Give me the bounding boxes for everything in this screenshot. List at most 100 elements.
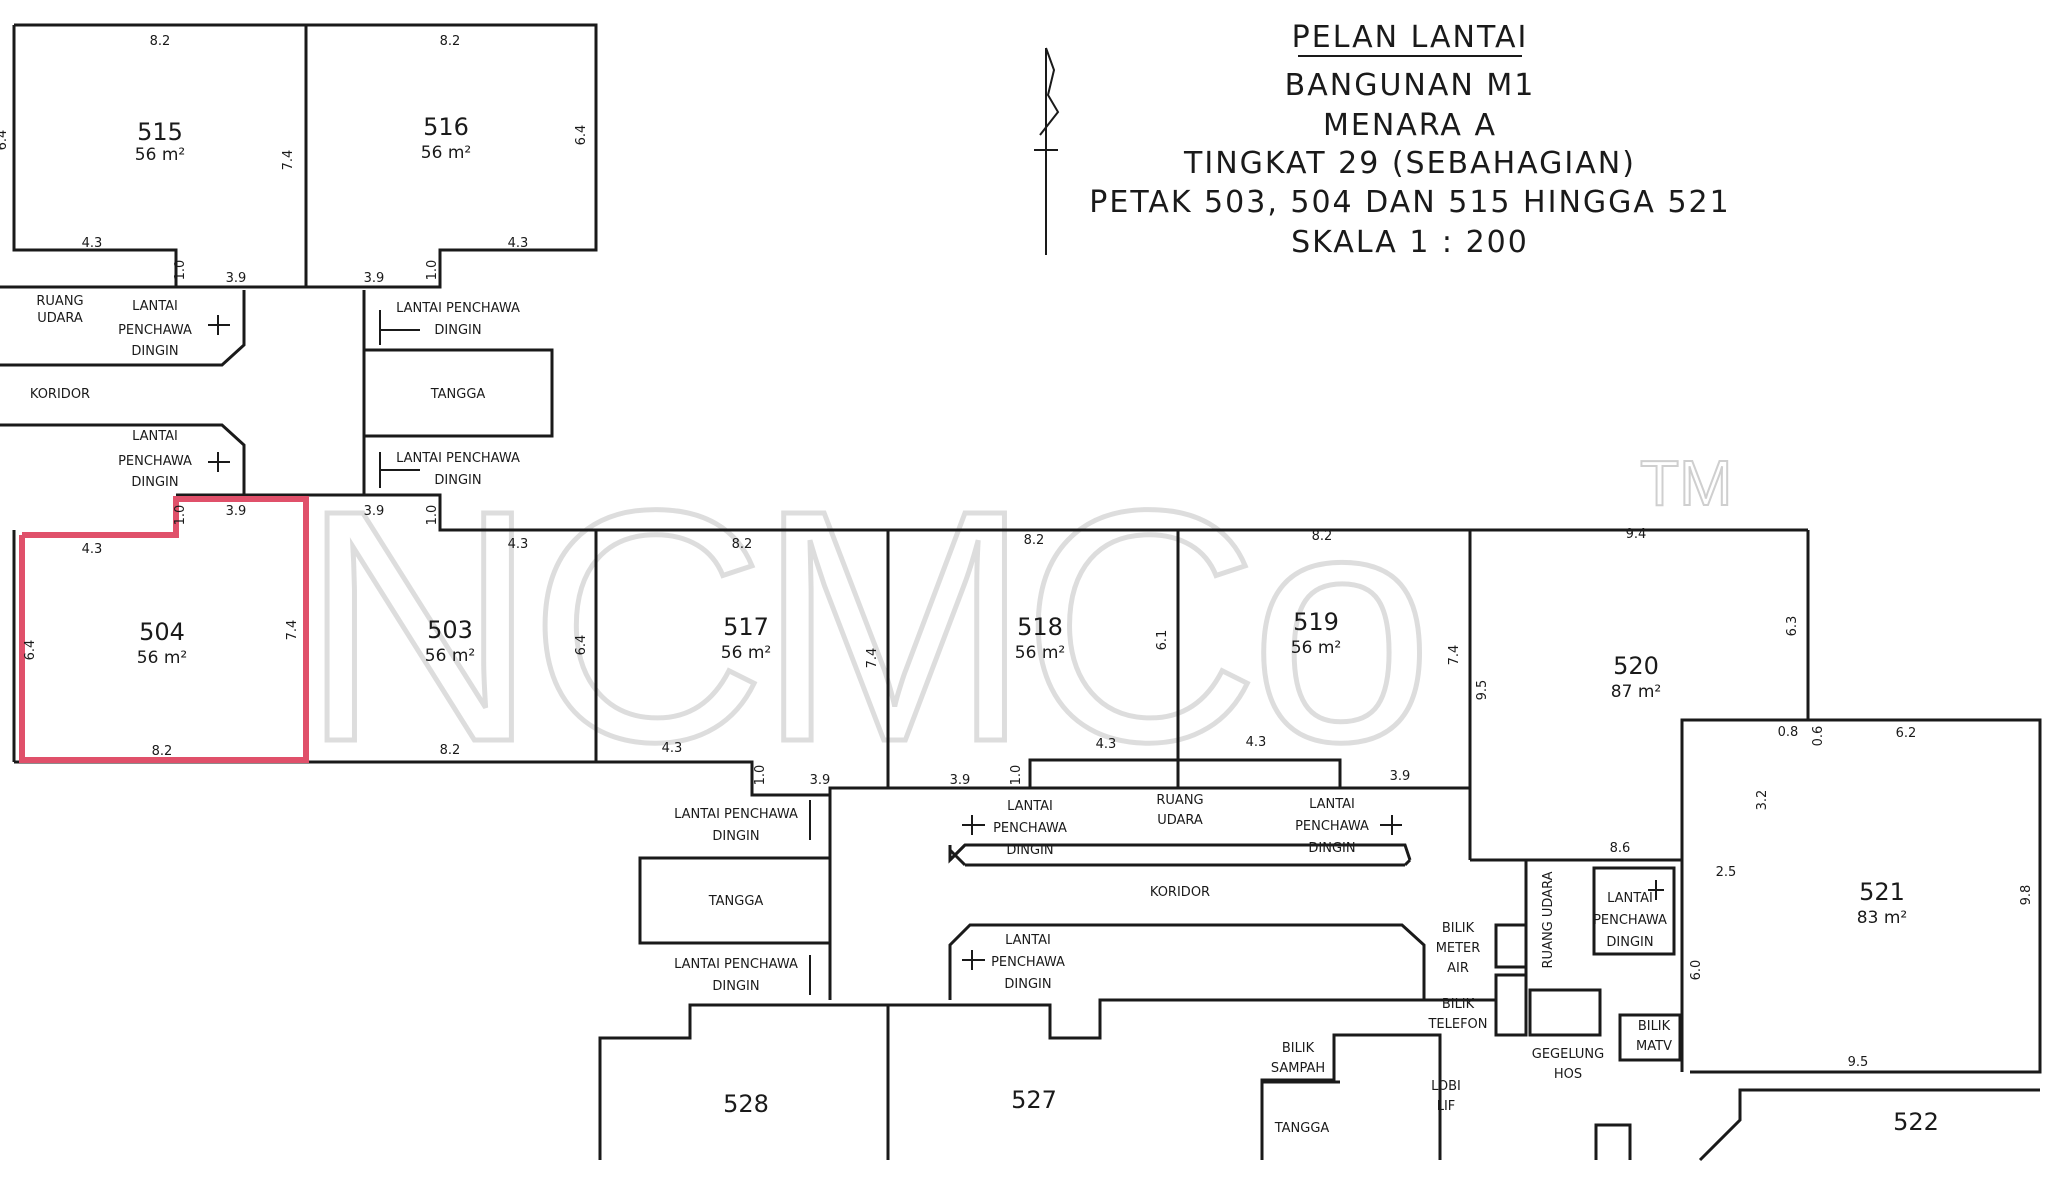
unit-area: 56 m² xyxy=(425,646,475,666)
title-line-3: MENARA A xyxy=(1323,108,1497,143)
space-label: LANTAI xyxy=(132,429,178,444)
unit-number: 516 xyxy=(423,113,469,141)
dimension: 4.3 xyxy=(1246,735,1267,750)
dimension: 4.3 xyxy=(82,236,103,251)
unit-number: 527 xyxy=(1011,1086,1057,1114)
unit-504-highlight xyxy=(19,496,309,763)
space-label: DINGIN xyxy=(1006,843,1053,858)
space-label: HOS xyxy=(1554,1067,1582,1082)
dimension: 7.4 xyxy=(285,620,300,641)
space-label: LANTAI PENCHAWA xyxy=(396,451,520,466)
north-arrow-icon xyxy=(1034,47,1060,255)
space-label: PENCHAWA xyxy=(118,454,192,469)
dimension: 1.0 xyxy=(425,260,440,281)
dimension: 1.0 xyxy=(753,765,768,786)
space-label: BILIK xyxy=(1282,1041,1315,1056)
space-label: PENCHAWA xyxy=(993,821,1067,836)
unit-area: 56 m² xyxy=(135,145,185,165)
space-label: DINGIN xyxy=(712,979,759,994)
dimension: 3.9 xyxy=(1390,769,1411,784)
watermark-tm: TM xyxy=(1640,447,1732,519)
dimension: 9.8 xyxy=(2019,885,2034,906)
space-label: SAMPAH xyxy=(1271,1061,1325,1076)
space-labels: RUANG UDARA LANTAI PENCHAWA DINGIN KORID… xyxy=(30,294,1672,1136)
dimension: 8.2 xyxy=(150,34,171,49)
unit-area: 83 m² xyxy=(1857,908,1907,928)
walls-top xyxy=(0,23,598,495)
title-line-4: TINGKAT 29 (SEBAHAGIAN) xyxy=(1183,146,1636,181)
space-label: LANTAI xyxy=(1607,891,1653,906)
unit-number: 515 xyxy=(137,118,183,146)
dimension: 8.6 xyxy=(1610,841,1631,856)
space-label: TANGGA xyxy=(708,894,764,909)
unit-area: 56 m² xyxy=(721,643,771,663)
unit-area: 56 m² xyxy=(137,648,187,668)
dimension-labels: 8.2 8.2 6.4 7.4 6.4 4.3 4.3 1.0 1.0 3.9 … xyxy=(0,34,2034,1070)
unit-number: 519 xyxy=(1293,608,1339,636)
space-label: KORIDOR xyxy=(30,387,90,402)
dimension: 6.4 xyxy=(0,130,10,151)
space-label: PENCHAWA xyxy=(1593,913,1667,928)
dimension: 8.2 xyxy=(152,744,173,759)
dimension: 0.8 xyxy=(1778,725,1799,740)
title-line-1: PELAN LANTAI xyxy=(1292,20,1529,55)
unit-number: 521 xyxy=(1859,878,1905,906)
title-line-2: BANGUNAN M1 xyxy=(1285,68,1536,103)
space-label: UDARA xyxy=(37,311,83,326)
space-label: LIF xyxy=(1437,1099,1456,1114)
dimension: 4.3 xyxy=(1096,737,1117,752)
space-label: LANTAI PENCHAWA xyxy=(396,301,520,316)
dimension: 3.9 xyxy=(226,504,247,519)
unit-area: 56 m² xyxy=(421,143,471,163)
dimension: 3.9 xyxy=(364,504,385,519)
dimension: 3.9 xyxy=(364,271,385,286)
dimension: 8.2 xyxy=(440,34,461,49)
space-label: BILIK xyxy=(1442,921,1475,936)
space-label: DINGIN xyxy=(434,323,481,338)
space-label: DINGIN xyxy=(712,829,759,844)
unit-number: 518 xyxy=(1017,613,1063,641)
dimension: 8.2 xyxy=(1024,533,1045,548)
dimension: 6.2 xyxy=(1896,726,1917,741)
space-label: BILIK xyxy=(1442,997,1475,1012)
space-label: RUANG UDARA xyxy=(1541,871,1556,968)
dimension: 6.4 xyxy=(23,640,38,661)
space-label: UDARA xyxy=(1157,813,1203,828)
unit-number: 503 xyxy=(427,616,473,644)
dimension: 1.0 xyxy=(173,505,188,526)
dimension: 9.4 xyxy=(1626,527,1647,542)
space-label: TELEFON xyxy=(1427,1017,1487,1032)
dimension: 8.2 xyxy=(732,537,753,552)
unit-area: 87 m² xyxy=(1611,682,1661,702)
dimension: 4.3 xyxy=(508,537,529,552)
space-label: PENCHAWA xyxy=(118,323,192,338)
dimension: 6.3 xyxy=(1785,616,1800,637)
title-block: PELAN LANTAI BANGUNAN M1 MENARA A TINGKA… xyxy=(1089,20,1728,260)
space-label: LANTAI xyxy=(1007,799,1053,814)
dimension: 3.2 xyxy=(1755,790,1770,811)
space-label: METER xyxy=(1436,941,1481,956)
space-label: AIR xyxy=(1447,961,1469,976)
space-label: PENCHAWA xyxy=(991,955,1065,970)
space-label: DINGIN xyxy=(131,344,178,359)
dimension: 3.9 xyxy=(810,773,831,788)
space-label: LANTAI PENCHAWA xyxy=(674,807,798,822)
dimension: 9.5 xyxy=(1475,680,1490,701)
space-label: PENCHAWA xyxy=(1295,819,1369,834)
unit-number: 520 xyxy=(1613,652,1659,680)
unit-number: 528 xyxy=(723,1090,769,1118)
space-label: LANTAI xyxy=(132,299,178,314)
walls-middle xyxy=(12,493,2042,1162)
space-label: LANTAI xyxy=(1005,933,1051,948)
dimension: 1.0 xyxy=(425,505,440,526)
space-label: DINGIN xyxy=(1606,935,1653,950)
dimension: 6.0 xyxy=(1689,960,1704,981)
unit-number: 522 xyxy=(1893,1108,1939,1136)
unit-number: 504 xyxy=(139,618,185,646)
dimension: 4.3 xyxy=(662,741,683,756)
dimension: 9.5 xyxy=(1848,1055,1869,1070)
dimension: 8.2 xyxy=(1312,529,1333,544)
space-label: MATV xyxy=(1636,1039,1672,1054)
space-label: LOBI xyxy=(1431,1079,1461,1094)
